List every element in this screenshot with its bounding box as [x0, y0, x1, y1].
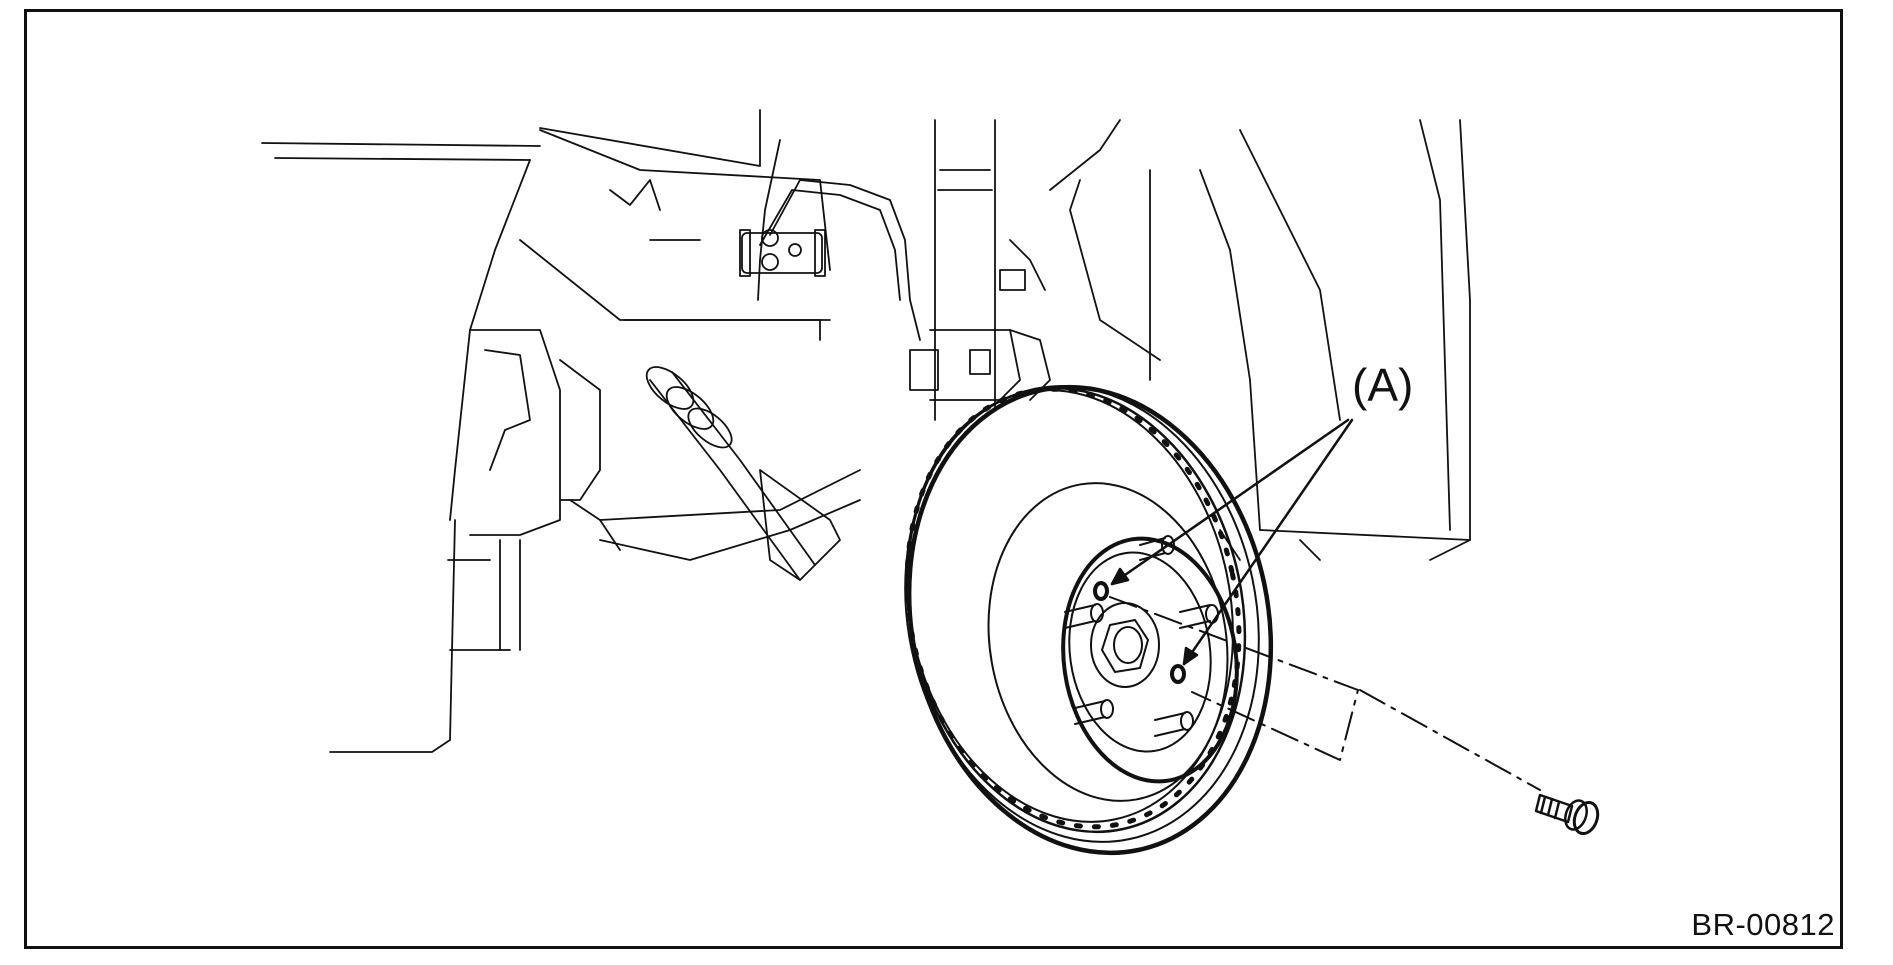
callout-label-a: (A) [1352, 359, 1414, 411]
brake-disc [904, 384, 1274, 856]
figure-id: BR-00812 [1691, 907, 1835, 942]
bolt-centerline [1109, 596, 1541, 791]
bolt [1534, 793, 1600, 835]
suspension-outline [261, 109, 1471, 753]
callout-leaders [1110, 418, 1354, 666]
